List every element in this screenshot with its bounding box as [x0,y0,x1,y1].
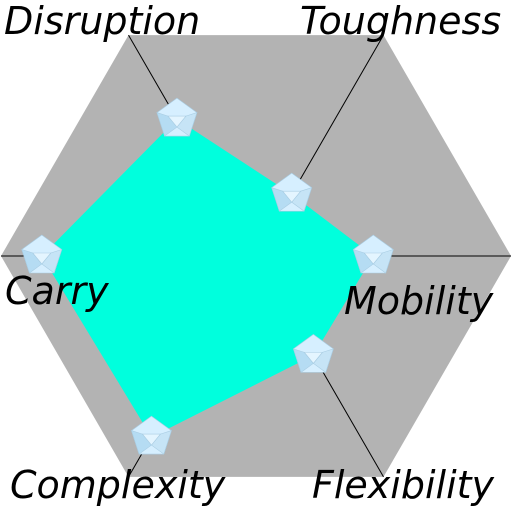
gem-icon-carry [21,234,63,274]
axis-label-carry: Carry [5,269,109,313]
gem-icon-toughness [271,172,313,212]
axis-label-toughness: Toughness [300,0,501,43]
gem-icon-flexibility [292,334,334,373]
axis-label-flexibility: Flexibility [312,463,495,507]
axis-label-mobility: Mobility [344,279,494,323]
axis-label-complexity: Complexity [10,463,226,507]
gem-icon-complexity [131,415,172,455]
gem-icon-disruption [156,97,198,137]
axis-label-disruption: Disruption [4,0,200,43]
gem-icon-mobility [352,234,394,274]
